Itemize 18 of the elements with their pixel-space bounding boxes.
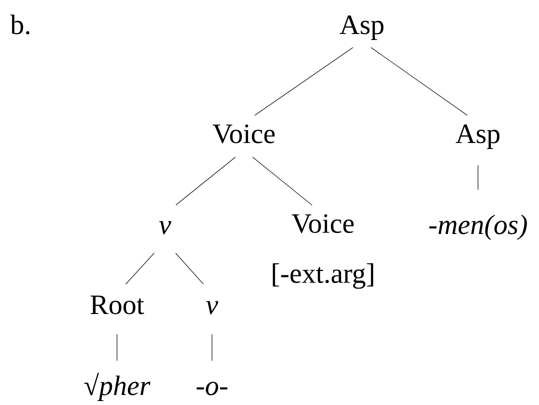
morpheme-label: √pher	[84, 372, 150, 401]
tree-branch	[125, 252, 155, 284]
morpheme-label: -men(os)	[429, 214, 527, 240]
category-label: Asp	[456, 124, 500, 149]
category-label: v	[206, 301, 218, 314]
morpheme-label: -o-	[196, 382, 228, 396]
category-label: v	[159, 221, 172, 234]
tree-branch	[176, 156, 236, 206]
category-label: Voice [-ext.arg]	[272, 214, 374, 289]
category-label: Root	[90, 296, 144, 314]
tree-branch	[175, 252, 204, 284]
tree-branch	[370, 47, 468, 116]
tree-branch	[116, 334, 118, 362]
tree-branch	[254, 47, 354, 116]
example-label: b.	[10, 14, 30, 34]
category-label: Asp	[340, 16, 384, 40]
tree-branch	[252, 156, 312, 206]
category-label: Voice	[212, 124, 275, 144]
